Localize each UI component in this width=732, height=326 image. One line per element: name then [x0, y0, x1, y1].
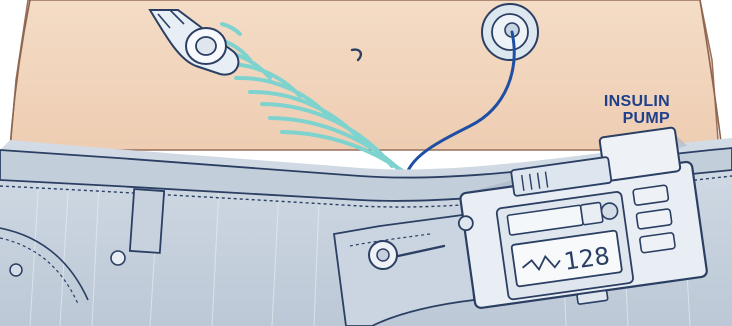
belt-loop [130, 189, 164, 253]
rivet-left [10, 264, 22, 276]
label-line-2: PUMP [604, 110, 670, 127]
insulin-pump-label: INSULIN PUMP [604, 93, 670, 127]
label-line-1: INSULIN [604, 93, 670, 110]
torso-skin [10, 0, 722, 150]
rivet-center [111, 251, 125, 265]
infusion-site-icon [482, 4, 538, 60]
